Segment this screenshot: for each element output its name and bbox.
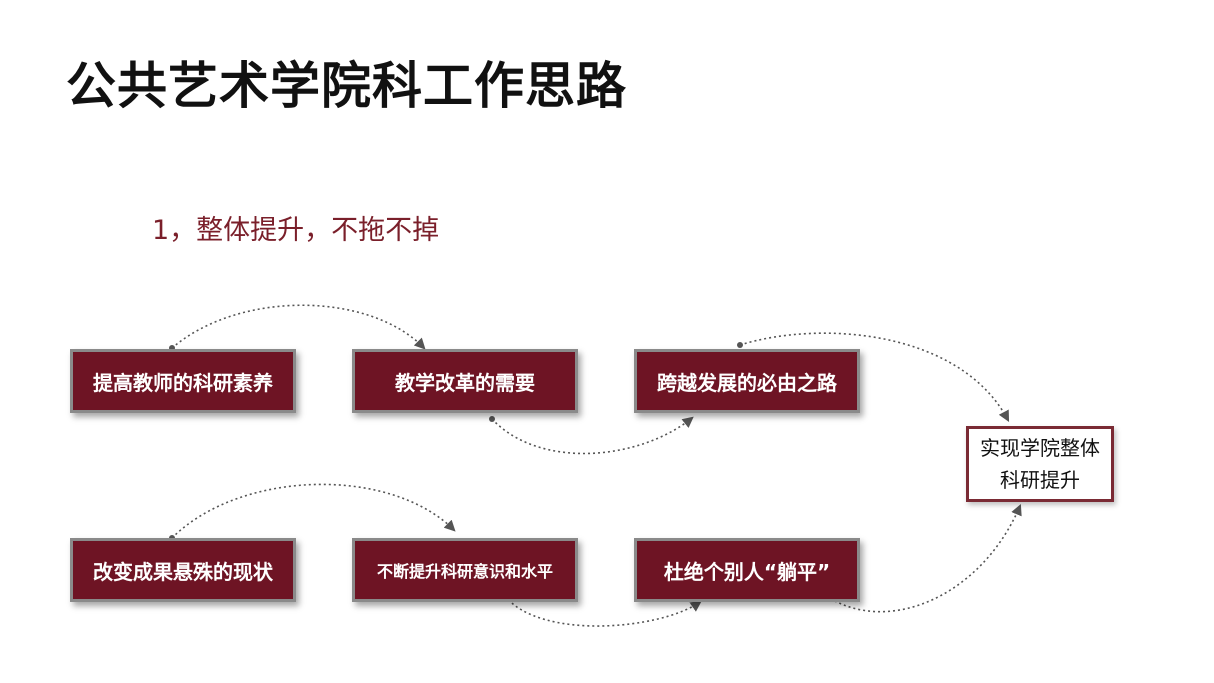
- node-label-3: 跨越发展的必由之路: [657, 370, 837, 395]
- node-box-6: 杜绝个别人“躺平”: [634, 538, 860, 602]
- node-box-3: 跨越发展的必由之路: [634, 349, 860, 413]
- goal-box: 实现学院整体科研提升: [966, 426, 1114, 502]
- node-box-1: 提高教师的科研素养: [70, 349, 296, 413]
- connector-n1-n2: [171, 304, 426, 350]
- page-title: 公共艺术学院科工作思路: [66, 57, 627, 115]
- goal-label: 实现学院整体科研提升: [980, 436, 1100, 492]
- subtitle: 1，整体提升，不拖不掉: [152, 215, 440, 246]
- node-box-4: 改变成果悬殊的现状: [70, 538, 296, 602]
- node-label-1: 提高教师的科研素养: [93, 370, 273, 395]
- node-label-2: 教学改革的需要: [395, 370, 535, 395]
- connector-n4-n5: [171, 483, 456, 539]
- connector-n2-n3-start: [489, 416, 495, 422]
- connector-n2-n3: [491, 416, 694, 455]
- node-label-6: 杜绝个别人“躺平”: [663, 559, 831, 584]
- node-box-2: 教学改革的需要: [352, 349, 578, 413]
- node-box-5: 不断提升科研意识和水平: [352, 538, 578, 602]
- connector-n3-goal-start: [737, 342, 743, 348]
- node-label-5: 不断提升科研意识和水平: [376, 562, 553, 581]
- node-label-4: 改变成果悬殊的现状: [93, 559, 273, 584]
